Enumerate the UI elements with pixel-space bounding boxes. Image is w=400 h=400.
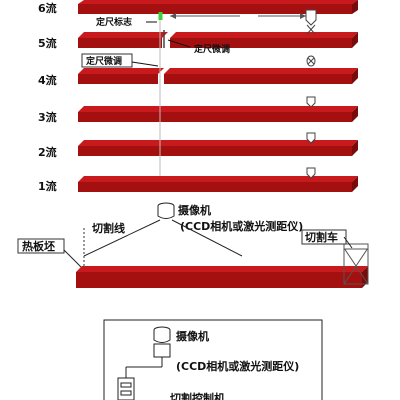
camera-icon [157,202,175,219]
detail-camera-label: 摄像机 [176,329,209,343]
detail-box [103,319,323,400]
view-cone-line [83,219,161,257]
sensor-probe-icon [305,9,317,35]
hot-slab-label: 热板坯 [22,239,55,253]
strand-label: 6流 [38,1,57,15]
cutting-car-label: 切割车 [305,230,338,244]
camera-icon [153,326,171,343]
length-mark-annotation: 定尺标志 [95,12,306,28]
strand-row-6: 6流 [38,0,358,15]
strand-row-5: 5流 [38,32,358,50]
strand-label: 4流 [38,73,57,87]
sensor-probe-icon [306,96,316,108]
cut-line-label: 切割线 [92,221,125,235]
strand-label: 2流 [38,145,57,159]
view-cone-line [171,219,243,257]
sensor-probe-icon [306,167,316,179]
strand-label: 1流 [38,179,57,193]
sensor-probe-icon [306,132,316,144]
cutting-car-icon [343,243,369,285]
hot-slab-label-box [17,238,65,254]
strand-row-4: 4流 [38,68,358,87]
length-mark-label: 定尺标志 [95,16,132,28]
camera-sublabel: (CCD相机或激光测距仪) [180,219,303,233]
fine-tune-label: 定尺微调 [193,43,230,55]
detail-cutting-machine-label: 切割控制机 [170,391,225,400]
strand-row-3: 3流 [38,106,358,124]
sensor-probe-icon [306,55,316,67]
cutting-car-label-box [301,229,347,245]
fine-tune-annotation-left: 定尺微调 [81,53,159,68]
control-cabinet-icon [117,377,135,400]
length-mark-indicator [158,12,163,20]
detail-camera-sublabel: (CCD相机或激光测距仪) [176,359,299,373]
strand-row-1: 1流 [38,176,358,193]
strand-row-2: 2流 [38,140,358,159]
fine-tune-annotation-right: 定尺微调 [163,30,230,55]
strand-label: 3流 [38,110,57,124]
hot-slab [76,266,368,288]
fine-tune-label: 定尺微调 [85,55,122,67]
camera-label: 摄像机 [178,203,211,217]
strand-label: 5流 [38,36,57,50]
camera-mount-icon [125,343,171,378]
